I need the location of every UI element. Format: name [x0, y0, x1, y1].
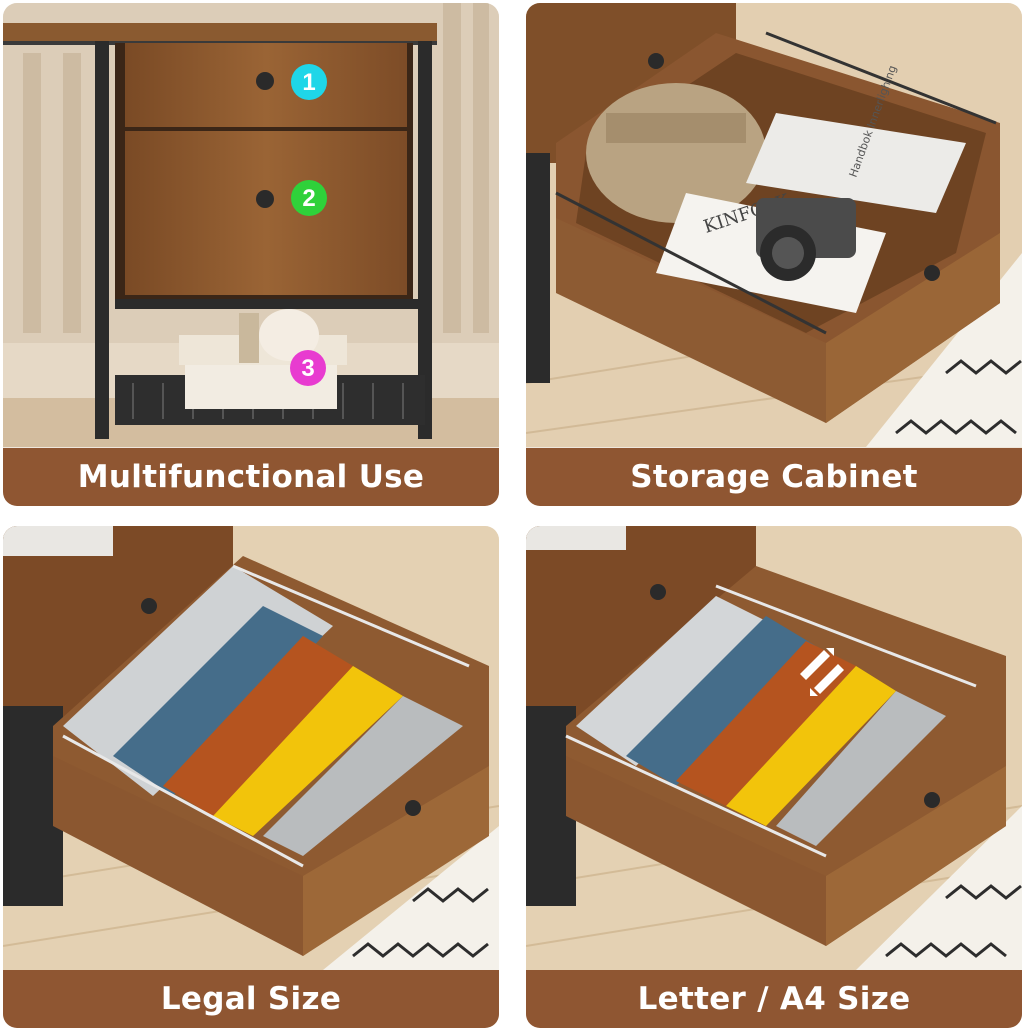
- caption-storage-cabinet: Storage Cabinet: [526, 448, 1022, 506]
- badge-1-label: 1: [302, 69, 315, 96]
- letter-folders-drawer-image: [526, 526, 1022, 970]
- caption-multifunctional-use: Multifunctional Use: [3, 448, 499, 506]
- badge-3-icon: 3: [290, 350, 326, 386]
- panel-letter-a4-size: Letter / A4 Size: [526, 526, 1022, 1028]
- caption-letter-a4-size: Letter / A4 Size: [526, 970, 1022, 1028]
- panel-storage-cabinet: KINFOLK Handbok Innerlighing Storage Cab…: [526, 3, 1022, 506]
- cabinet-front-image: [3, 3, 499, 447]
- open-drawer-storage-image: KINFOLK Handbok Innerlighing: [526, 3, 1022, 447]
- badge-1-icon: 1: [291, 64, 327, 100]
- panel-legal-size: Legal Size: [3, 526, 499, 1028]
- panel-multifunctional-use: 1 2 3 Multifunctional Use: [3, 3, 499, 506]
- badge-2-icon: 2: [291, 180, 327, 216]
- badge-3-label: 3: [301, 355, 314, 382]
- caption-legal-size: Legal Size: [3, 970, 499, 1028]
- swap-arrows-icon: [800, 648, 844, 696]
- badge-2-label: 2: [302, 185, 315, 212]
- legal-folders-drawer-image: [3, 526, 499, 970]
